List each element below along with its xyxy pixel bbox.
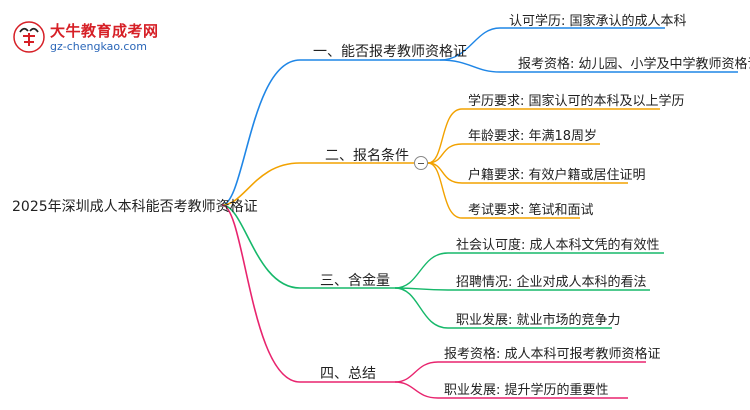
connector-b3-leaf-2: [394, 287, 650, 291]
connector-b1-leaf-2: [439, 59, 738, 73]
connector-root-branch-3: [221, 204, 395, 289]
branch-1-leaf-2: 报考资格: 幼儿园、小学及中学教师资格证: [518, 57, 750, 72]
branch-4-label: 四、总结: [320, 366, 376, 382]
connector-b2-leaf-2: [427, 143, 600, 164]
connector-b2-leaf-4: [427, 162, 580, 219]
connector-b3-leaf-1: [394, 252, 664, 289]
connector-b4-leaf-1: [394, 361, 646, 383]
connector-b2-leaf-1: [427, 108, 660, 164]
branch-2-leaf-1: 学历要求: 国家认可的本科及以上学历: [468, 94, 685, 109]
branch-3-leaf-1: 社会认可度: 成人本科文凭的有效性: [456, 238, 660, 253]
branch-3-leaf-2: 招聘情况: 企业对成人本科的看法: [456, 275, 647, 290]
branch-2-leaf-4: 考试要求: 笔试和面试: [468, 203, 594, 218]
branch-2-leaf-3: 户籍要求: 有效户籍或居住证明: [468, 168, 646, 183]
branch-1-label: 一、能否报考教师资格证: [313, 44, 467, 60]
branch-2-leaf-2: 年龄要求: 年满18周岁: [468, 129, 598, 144]
connector-b1-leaf-1: [439, 27, 665, 61]
connector-root-branch-4: [221, 204, 395, 383]
connector-b3-leaf-3: [394, 287, 612, 329]
brand-title: 大牛教育成考网: [50, 22, 159, 40]
mindmap-root: 2025年深圳成人本科能否考教师资格证: [12, 199, 258, 215]
brand-url[interactable]: gz-chengkao.com: [50, 40, 147, 53]
branch-4-leaf-1: 报考资格: 成人本科可报考教师资格证: [444, 347, 661, 362]
branch-3-leaf-3: 职业发展: 就业市场的竞争力: [456, 313, 621, 328]
branch-2-label: 二、报名条件: [325, 148, 409, 164]
connector-root-branch-1: [221, 59, 440, 206]
connector-b4-leaf-2: [394, 381, 628, 399]
connector-root-branch-2: [221, 162, 414, 206]
connector-b2-leaf-3: [427, 162, 628, 184]
branch-2-collapse-icon[interactable]: [414, 156, 428, 170]
branch-1-leaf-1: 认可学历: 国家承认的成人本科: [509, 14, 687, 29]
brand-logo[interactable]: 大牛教育成考网 gz-chengkao.com: [12, 18, 162, 58]
branch-4-leaf-2: 职业发展: 提升学历的重要性: [444, 383, 609, 398]
ox-logo-icon: [13, 21, 45, 53]
branch-3-label: 三、含金量: [320, 273, 390, 289]
